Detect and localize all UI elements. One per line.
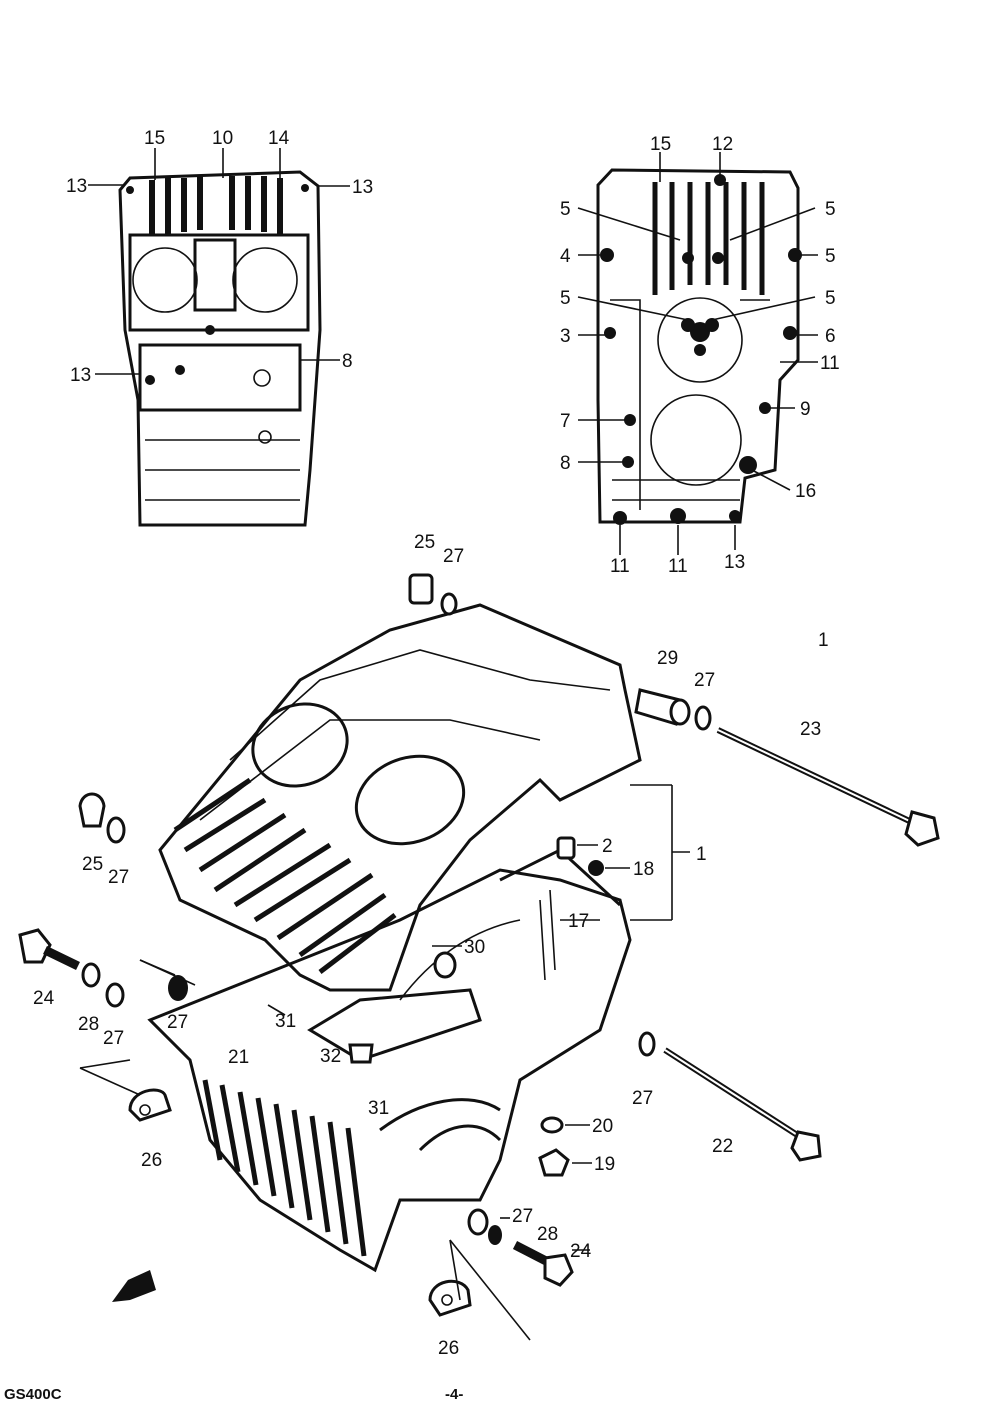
label-22: 22 [712, 1136, 733, 1157]
label-28: 28 [537, 1224, 558, 1245]
label-27: 27 [512, 1206, 533, 1227]
label-13: 13 [66, 176, 87, 197]
callout-labels: 25 27 29 27 23 1 2 18 1 17 25 27 30 24 2… [33, 532, 829, 1359]
crankcase-assembly [147, 603, 642, 1273]
label-9: 9 [800, 399, 811, 420]
label-13: 13 [724, 552, 745, 573]
label-7: 7 [560, 411, 571, 432]
label-11: 11 [668, 556, 688, 577]
label-10: 10 [212, 128, 233, 149]
label-25: 25 [82, 854, 103, 875]
label-5: 5 [825, 199, 836, 220]
leader-lines [79, 784, 690, 1341]
label-27: 27 [632, 1088, 653, 1109]
label-27: 27 [108, 867, 129, 888]
label-20: 20 [592, 1116, 613, 1137]
label-28: 28 [78, 1014, 99, 1035]
label-13: 13 [352, 177, 373, 198]
label-27: 27 [694, 670, 715, 691]
label-31: 31 [368, 1098, 389, 1119]
label-30: 30 [464, 937, 485, 958]
label-5: 5 [825, 246, 836, 267]
label-19: 19 [594, 1154, 615, 1175]
label-5: 5 [825, 288, 836, 309]
label-1: 1 [696, 844, 707, 865]
label-14: 14 [268, 128, 290, 149]
lower-crankcase-bottom-view: 15 12 5 5 4 5 5 5 3 6 11 7 9 8 16 11 11 … [560, 134, 840, 577]
label-8: 8 [342, 351, 353, 372]
label-5: 5 [560, 288, 571, 309]
label-17: 17 [568, 911, 589, 932]
label-12: 12 [712, 134, 733, 155]
label-29: 29 [657, 648, 678, 669]
label-11: 11 [610, 556, 630, 577]
label-26: 26 [141, 1150, 162, 1171]
label-27: 27 [167, 1012, 188, 1033]
label-21: 21 [228, 1047, 249, 1068]
label-26: 26 [438, 1338, 459, 1359]
label-16: 16 [795, 481, 816, 502]
model-code: GS400C [4, 1386, 62, 1403]
upper-crankcase-top-view: 15 10 14 13 13 13 8 [66, 128, 373, 527]
label-27: 27 [103, 1028, 124, 1049]
label-4: 4 [560, 246, 571, 267]
label-31: 31 [275, 1011, 296, 1032]
label-15: 15 [650, 134, 671, 155]
label-24: 24 [570, 1241, 592, 1262]
hardware-parts [18, 573, 940, 1317]
label-2: 2 [602, 836, 613, 857]
label-27: 27 [443, 546, 464, 567]
label-5: 5 [560, 199, 571, 220]
label-15: 15 [144, 128, 165, 149]
label-13: 13 [70, 365, 91, 386]
label-3: 3 [560, 326, 571, 347]
label-8: 8 [560, 453, 571, 474]
label-25: 25 [414, 532, 435, 553]
label-32: 32 [320, 1046, 341, 1067]
label-1: 1 [818, 630, 829, 651]
label-18: 18 [633, 859, 654, 880]
label-24: 24 [33, 988, 55, 1009]
label-6: 6 [825, 326, 836, 347]
label-11: 11 [820, 353, 840, 374]
page-number: -4- [445, 1386, 464, 1403]
label-23: 23 [800, 719, 821, 740]
